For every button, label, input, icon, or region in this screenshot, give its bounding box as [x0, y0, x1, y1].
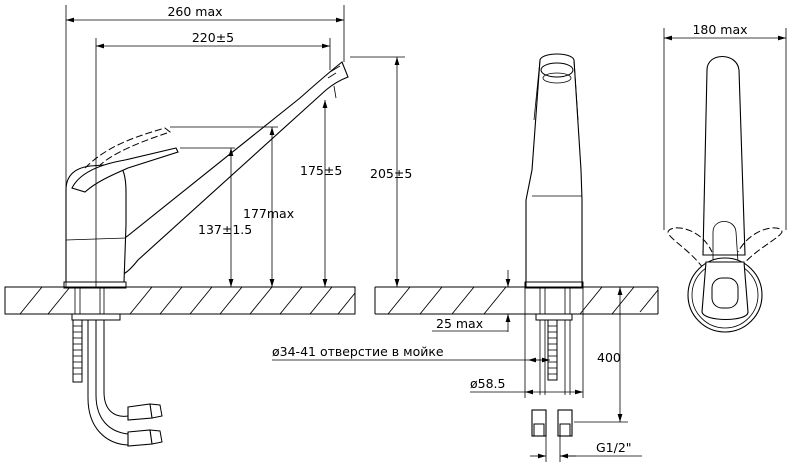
side-lever-dashed: [84, 127, 172, 169]
front-body: [525, 53, 583, 288]
label-base-diameter: ø58.5: [470, 376, 505, 391]
dim-depth: 180 max: [663, 22, 787, 230]
dim-total-height: 205±5: [370, 57, 412, 287]
side-nut: [71, 313, 121, 321]
label-spout-height: 175±5: [300, 163, 342, 178]
front-aerator: [540, 62, 574, 78]
side-base: [63, 281, 127, 289]
dim-lever-height: 177max: [243, 127, 294, 287]
label-depth: 180 max: [692, 22, 747, 37]
dim-overall-length: 260 max: [65, 4, 345, 287]
dim-thread: G1/2": [530, 436, 642, 462]
label-thread: G1/2": [596, 440, 632, 455]
front-studs: [535, 288, 573, 395]
dim-hole-diameter: ø34-41 отверстие в мойке: [272, 344, 550, 363]
top-lever-dashed-left: [667, 227, 713, 269]
side-countertop: [4, 286, 356, 315]
front-view: 25 max ø34-41 отверстие в мойке ø58.5 40…: [272, 53, 659, 462]
top-lever-dashed-right: [737, 227, 783, 269]
top-view: 180 max: [663, 22, 787, 333]
label-hose-length: 400: [597, 350, 621, 365]
label-spout-reach: 220±5: [192, 30, 234, 45]
dim-body-height: 137±1.5: [198, 148, 252, 287]
side-aerator: [327, 65, 341, 99]
label-hole-diameter: ø34-41 отверстие в мойке: [272, 344, 444, 359]
side-view: 260 max 220±5 137±1.5 177max 175±5 205±5: [4, 4, 412, 447]
side-lever: [71, 147, 179, 193]
top-lever: [701, 261, 749, 320]
dim-spout-height: 175±5: [300, 100, 342, 287]
label-body-height: 137±1.5: [198, 222, 252, 237]
dim-deck-thickness: 25 max: [432, 270, 511, 332]
label-overall-length: 260 max: [167, 4, 222, 19]
label-deck-thickness: 25 max: [436, 316, 483, 331]
top-spout: [702, 56, 746, 256]
front-fittings: [531, 409, 573, 437]
dim-base-diameter: ø58.5: [470, 288, 584, 398]
side-studs: [72, 288, 105, 383]
front-countertop: [374, 286, 659, 315]
dim-hose-length: 400: [574, 286, 628, 423]
label-total-height: 205±5: [370, 166, 412, 181]
dim-spout-reach: 220±5: [95, 30, 331, 287]
label-lever-height: 177max: [243, 206, 294, 221]
side-hoses: [87, 320, 163, 447]
